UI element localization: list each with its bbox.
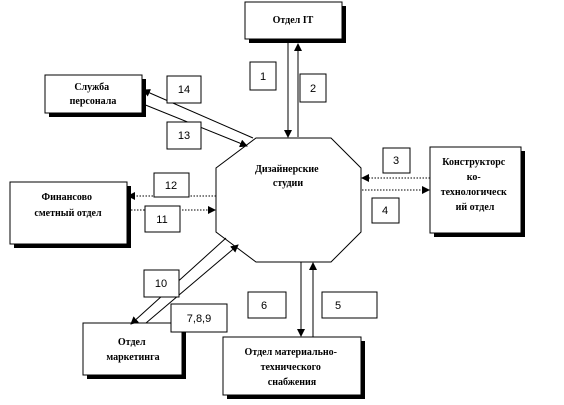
design-tech-department-node: Конструкторс ко- технологическ ий отдел [429,146,525,237]
flow-label-12: 12 [153,172,190,198]
svg-text:10: 10 [155,278,167,290]
flow-label-1: 1 [249,61,277,91]
flow-label-11: 11 [144,205,181,233]
flow-label-2: 2 [299,73,327,103]
finance-department-node: Финансово сметный отдел [9,181,131,248]
design-tech-department-label: Конструкторс ко- технологическ ий отдел [441,157,510,213]
finance-department-label: Финансово сметный отдел [34,192,102,219]
center-node: Дизайнерские студии [215,137,362,263]
center-node-label: Дизайнерские студии [255,164,321,189]
svg-text:6: 6 [261,300,267,312]
flow-label-14: 14 [166,75,202,104]
supply-department-node: Отдел материально- технического снабжени… [222,336,365,399]
svg-text:4: 4 [382,205,388,217]
marketing-department-node: Отдел маркетинга [82,322,186,379]
it-department-label: Отдел IT [273,15,314,26]
flow-label-4: 4 [371,197,400,224]
flow-label-3: 3 [382,147,411,174]
svg-text:7,8,9: 7,8,9 [187,313,211,325]
svg-text:5: 5 [335,300,341,312]
arrow-marketing-to-center [145,244,239,324]
flow-label-10: 10 [143,269,180,298]
svg-text:12: 12 [165,180,177,192]
personnel-service-label: Служба персонала [70,82,117,107]
supply-department-label: Отдел материально- технического снабжени… [245,347,340,388]
it-department-node: Отдел IT [244,1,346,43]
svg-text:1: 1 [260,71,266,83]
flow-label-7-8-9: 7,8,9 [170,303,228,333]
flow-label-5: 5 [321,291,378,319]
personnel-service-node: Служба персонала [44,74,146,117]
svg-text:14: 14 [178,84,190,96]
flow-label-6: 6 [247,291,287,319]
flow-label-13: 13 [166,121,202,150]
arrow-center-to-personnel [142,89,254,139]
svg-text:11: 11 [156,214,167,226]
svg-text:3: 3 [393,155,399,167]
svg-text:13: 13 [178,130,190,142]
marketing-department-label: Отдел маркетинга [106,337,159,363]
svg-text:2: 2 [310,83,316,95]
